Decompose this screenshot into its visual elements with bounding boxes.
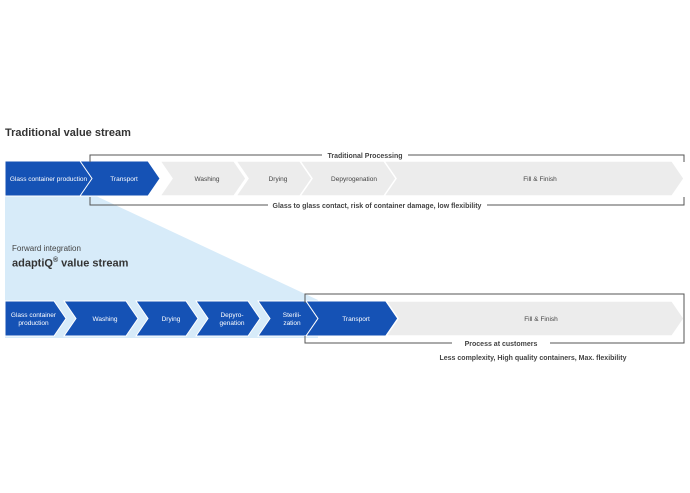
step-label-line: Fill & Finish: [523, 176, 557, 183]
step-label-line: Washing: [194, 176, 219, 183]
step-label: Transport: [110, 176, 138, 183]
forward-integration-label: Forward integration: [12, 244, 81, 253]
traditional-issues-label: Glass to glass contact, risk of containe…: [273, 203, 482, 210]
step-label-line: Depyro-: [220, 312, 243, 319]
step-chevron: [4, 300, 67, 337]
step-label-line: Glass container: [11, 312, 57, 319]
step-label-line: genation: [220, 320, 245, 327]
step-label-line: Transport: [110, 176, 138, 183]
registered-mark: ®: [52, 257, 59, 264]
step-label: Washing: [92, 316, 117, 323]
traditional-value-stream-title: Traditional value stream: [5, 127, 131, 139]
process-at-customers-bracket: [304, 293, 685, 344]
step-chevron: [384, 300, 685, 337]
adaptiq-value-stream-title: adaptiQ® value stream: [12, 257, 128, 270]
step-chevron: [63, 300, 139, 337]
step-label-line: Washing: [92, 316, 117, 323]
step-label: Depyro-genation: [220, 312, 245, 327]
step-label: Glass container production: [10, 176, 88, 183]
step-label-line: production: [18, 320, 49, 327]
adaptiq-title-rest: value stream: [58, 257, 129, 270]
step-label-line: Drying: [162, 316, 181, 323]
step-chevron: [195, 300, 261, 337]
step-label: Sterili-zation: [283, 312, 301, 327]
step-label-line: Fill & Finish: [524, 316, 558, 323]
adaptiq-brand: adaptiQ: [12, 257, 53, 270]
step-label: Transport: [342, 316, 370, 323]
step-label: Fill & Finish: [523, 176, 557, 183]
adaptiq-benefits-label: Less complexity, High quality containers…: [440, 355, 627, 362]
step-label-line: Drying: [269, 176, 288, 183]
step-label-line: Depyrogenation: [331, 176, 377, 183]
step-label-line: Sterili-: [283, 312, 301, 319]
step-label-line: Glass container production: [10, 176, 88, 183]
process-at-customers-label: Process at customers: [465, 341, 538, 348]
step-label: Fill & Finish: [524, 316, 558, 323]
step-label: Washing: [194, 176, 219, 183]
traditional-steps-row: Glass container production Transport Washi…: [4, 160, 685, 197]
step-chevron: [158, 160, 247, 197]
step-chevron: [135, 300, 199, 337]
step-label: Drying: [269, 176, 288, 183]
customers-label-bg: [452, 338, 550, 348]
step-label: Drying: [162, 316, 181, 323]
issues-label-bg: [268, 200, 487, 210]
step-chevron: [382, 160, 685, 197]
step-label-line: zation: [283, 320, 301, 327]
bracket-label-bg: [322, 150, 408, 160]
traditional-processing-label: Traditional Processing: [327, 153, 402, 160]
step-label-line: Transport: [342, 316, 370, 323]
step-chevron: [79, 160, 161, 197]
step-label: Depyrogenation: [331, 176, 377, 183]
